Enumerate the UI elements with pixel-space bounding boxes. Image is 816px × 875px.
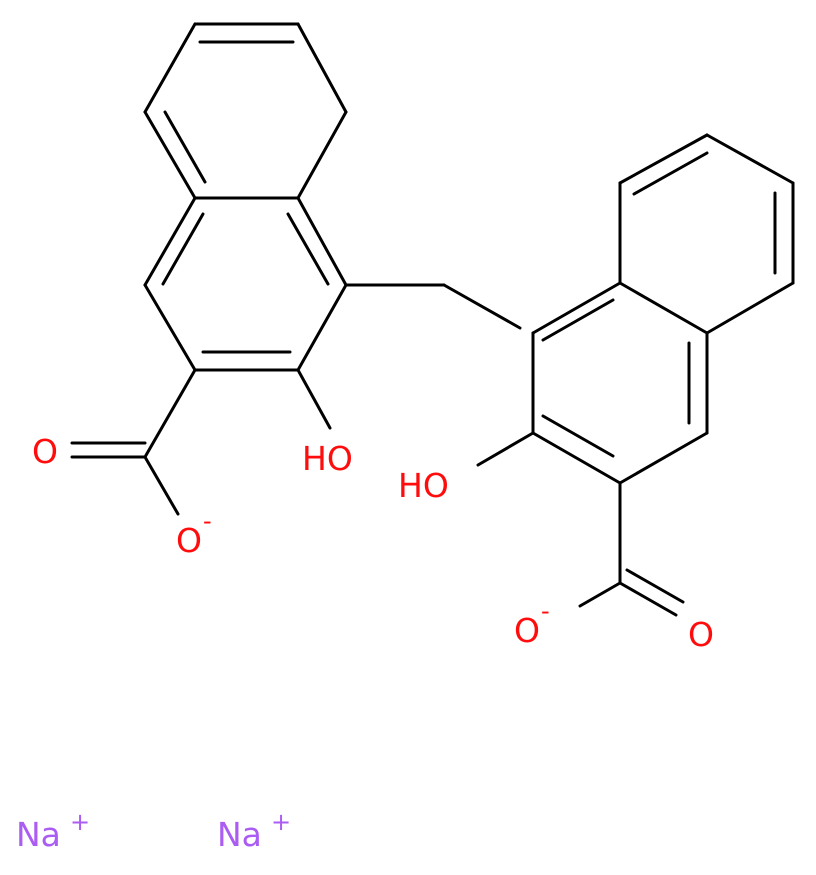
bond — [578, 581, 622, 608]
bond — [286, 212, 330, 286]
hydroxyl-label-left: HO — [302, 439, 353, 478]
bond — [476, 431, 535, 467]
bond — [143, 110, 197, 200]
bond — [143, 455, 180, 516]
sodium-ion-1: Na — [16, 815, 61, 854]
carboxylate-charge-left: - — [203, 507, 212, 535]
sodium-ion-2: Na — [217, 815, 262, 854]
carboxylate-charge-right: - — [541, 597, 550, 625]
bond — [296, 110, 348, 200]
bond — [296, 22, 348, 114]
bond — [143, 22, 197, 114]
bond — [531, 431, 622, 485]
sodium-charge-1: + — [70, 808, 90, 836]
bond — [705, 133, 795, 185]
bond — [618, 431, 709, 485]
hydroxyl-label-right: HO — [398, 466, 449, 505]
bond — [618, 581, 678, 617]
bonds — [70, 22, 795, 617]
bond — [161, 212, 205, 286]
bond — [143, 368, 197, 459]
bond — [296, 283, 348, 372]
bond — [531, 281, 622, 335]
carboxylate-oxygen-right: O — [514, 611, 540, 650]
bond — [163, 110, 207, 184]
bond — [541, 298, 615, 342]
atom-labels: HO HO O O - O - O Na + Na + — [16, 432, 714, 854]
bond — [618, 281, 709, 335]
bond — [143, 196, 197, 287]
bond — [442, 283, 522, 330]
carbonyl-oxygen-left: O — [32, 432, 58, 471]
carboxylate-oxygen-left: O — [176, 521, 202, 560]
bond — [705, 281, 795, 335]
bond — [632, 151, 709, 196]
carbonyl-oxygen-right: O — [688, 615, 714, 654]
bond — [296, 196, 348, 287]
bond — [618, 133, 709, 185]
bond — [296, 368, 332, 430]
bond — [625, 568, 685, 604]
bond — [143, 283, 197, 372]
sodium-charge-2: + — [271, 808, 291, 836]
bond — [541, 414, 615, 458]
